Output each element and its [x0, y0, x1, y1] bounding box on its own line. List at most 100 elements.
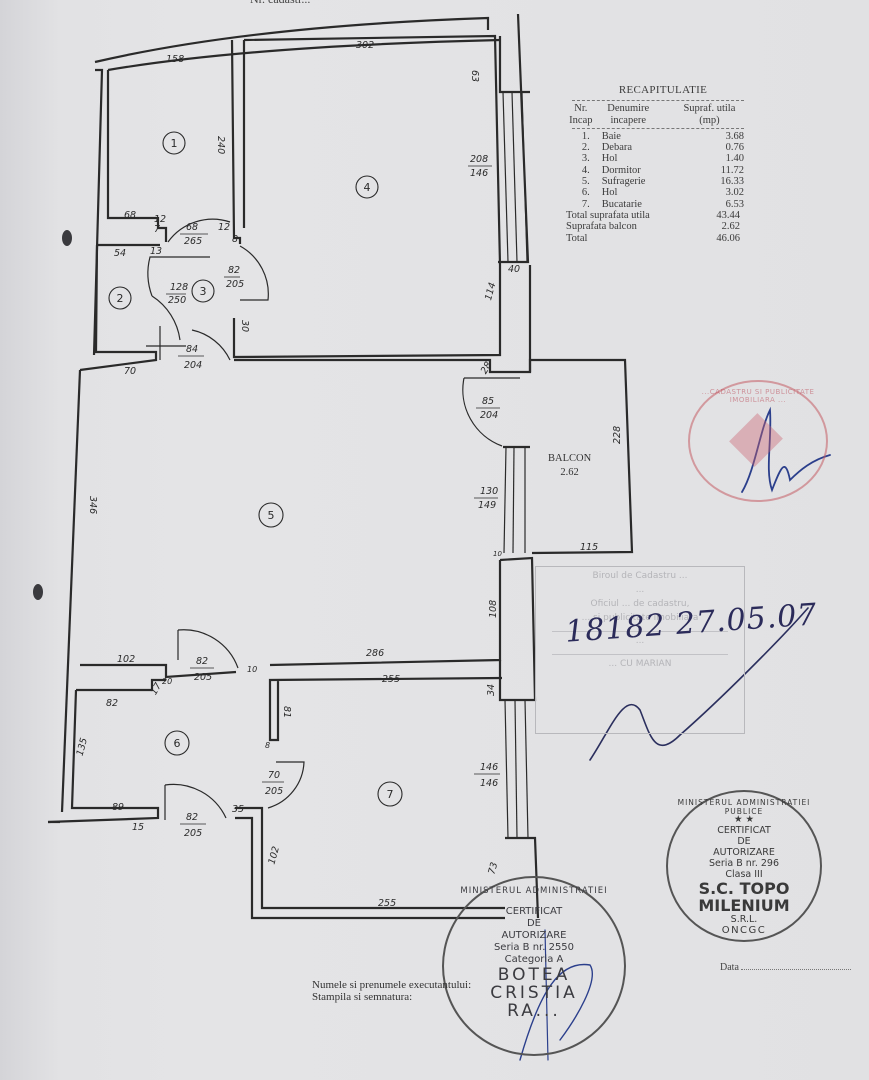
room-marker-2 [108, 286, 132, 310]
svg-text:205: 205 [265, 786, 283, 797]
svg-text:205: 205 [184, 828, 202, 839]
svg-text:35: 35 [232, 804, 244, 815]
recap-title: RECAPITULATIE [618, 84, 708, 96]
svg-text:255: 255 [382, 674, 400, 685]
topo-milenium-stamp: MINISTERUL ADMINISTRATIEI PUBLICE ★ ★ CE… [666, 790, 822, 942]
svg-text:12: 12 [218, 222, 230, 233]
svg-text:204: 204 [184, 360, 202, 371]
svg-text:82: 82 [228, 265, 240, 276]
room-number-3: 3 [200, 285, 207, 298]
svg-text:346: 346 [87, 496, 98, 514]
svg-text:40: 40 [508, 264, 520, 275]
svg-text:265: 265 [184, 236, 202, 247]
svg-text:17: 17 [149, 681, 165, 697]
svg-text:68: 68 [124, 210, 136, 221]
svg-text:149: 149 [478, 500, 496, 511]
svg-text:255: 255 [378, 898, 396, 909]
svg-text:63: 63 [469, 70, 480, 82]
room-marker-7 [377, 781, 403, 807]
svg-text:85: 85 [482, 396, 494, 407]
svg-text:302: 302 [356, 40, 374, 51]
room-marker-3 [191, 279, 215, 303]
svg-text:13: 13 [150, 246, 162, 257]
svg-text:146: 146 [470, 168, 488, 179]
svg-text:250: 250 [168, 295, 186, 306]
svg-text:115: 115 [580, 542, 598, 553]
svg-text:240: 240 [215, 136, 226, 154]
svg-text:158: 158 [166, 54, 184, 65]
room-marker-6 [164, 730, 190, 756]
cadastru-registration-stamp: Biroul de Cadastru ... ... Oficiul ... d… [535, 566, 745, 734]
svg-text:70: 70 [124, 366, 136, 377]
punch-hole [62, 230, 72, 246]
red-cadastru-stamp: ...CADASTRU SI PUBLICITATE IMOBILIARA ..… [688, 380, 828, 502]
svg-text:84: 84 [186, 344, 198, 355]
room-number-4: 4 [364, 181, 371, 194]
svg-text:205: 205 [226, 279, 244, 290]
svg-text:81: 81 [281, 706, 292, 718]
svg-text:73: 73 [487, 861, 501, 876]
svg-text:70: 70 [268, 770, 280, 781]
svg-text:10: 10 [493, 550, 502, 558]
room-marker-4 [355, 175, 379, 199]
room-number-2: 2 [117, 292, 124, 305]
svg-text:10: 10 [247, 665, 257, 674]
svg-text:15: 15 [132, 822, 144, 833]
room-number-5: 5 [268, 509, 275, 522]
balcon-label: BALCON 2.62 [548, 453, 592, 478]
punch-hole [33, 584, 43, 600]
date-field: Data [720, 962, 851, 973]
svg-text:28: 28 [479, 360, 495, 376]
svg-text:146: 146 [480, 762, 498, 773]
room-number-7: 7 [387, 788, 394, 801]
svg-text:54: 54 [114, 248, 126, 259]
svg-text:146: 146 [480, 778, 498, 789]
svg-text:114: 114 [483, 281, 498, 301]
svg-text:89: 89 [112, 802, 124, 813]
coat-of-arms-icon [729, 413, 783, 467]
room-marker-1 [162, 131, 186, 155]
svg-text:8: 8 [232, 234, 238, 245]
svg-text:130: 130 [480, 486, 498, 497]
svg-text:7: 7 [154, 224, 160, 235]
svg-text:68: 68 [186, 222, 198, 233]
svg-text:12: 12 [154, 214, 166, 225]
outer-wall-top [94, 16, 490, 64]
header-fragment: Nr. cadastr... [250, 0, 310, 7]
svg-text:34: 34 [486, 684, 497, 696]
svg-text:8: 8 [265, 741, 270, 750]
botea-authorization-stamp: MINISTERUL ADMINISTRATIEI CERTIFICAT DE … [442, 876, 626, 1056]
svg-text:30: 30 [239, 320, 250, 332]
svg-text:82: 82 [186, 812, 198, 823]
svg-text:208: 208 [470, 154, 488, 165]
svg-text:135: 135 [75, 737, 90, 757]
svg-text:82: 82 [106, 698, 118, 709]
svg-text:286: 286 [366, 648, 384, 659]
svg-text:20: 20 [162, 677, 172, 686]
svg-text:205: 205 [194, 672, 212, 683]
svg-text:102: 102 [267, 845, 282, 865]
room-number-1: 1 [171, 137, 178, 150]
dimension-labels: 158 302 63 240 208 146 68 12 7 68 265 12… [75, 40, 623, 909]
svg-text:128: 128 [170, 282, 188, 293]
executant-labels: Numele si prenumele executantului: Stamp… [312, 979, 472, 1003]
svg-text:108: 108 [488, 600, 499, 618]
svg-text:102: 102 [117, 654, 135, 665]
svg-text:228: 228 [612, 426, 623, 444]
svg-text:82: 82 [196, 656, 208, 667]
inner-wall-top [107, 38, 501, 72]
svg-text:204: 204 [480, 410, 498, 421]
